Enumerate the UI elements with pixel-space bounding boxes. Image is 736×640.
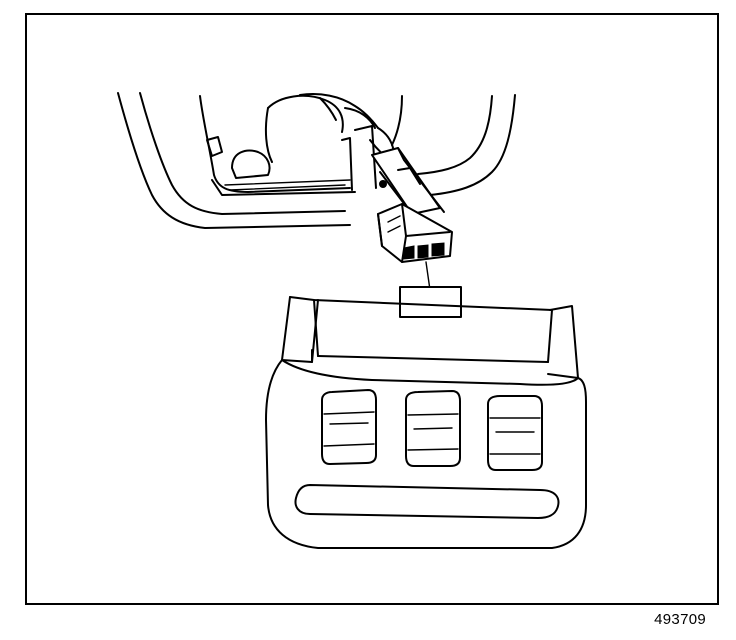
electrical-connector-lower — [377, 203, 453, 291]
electrical-connector-upper — [371, 147, 445, 215]
headliner-opening — [117, 92, 516, 229]
figure-number: 493709 — [654, 611, 706, 628]
figure-frame — [25, 13, 719, 605]
switch-button-left — [321, 389, 377, 465]
switch-button-center — [405, 390, 461, 467]
overhead-console — [265, 286, 587, 549]
switch-button-right — [487, 395, 543, 471]
